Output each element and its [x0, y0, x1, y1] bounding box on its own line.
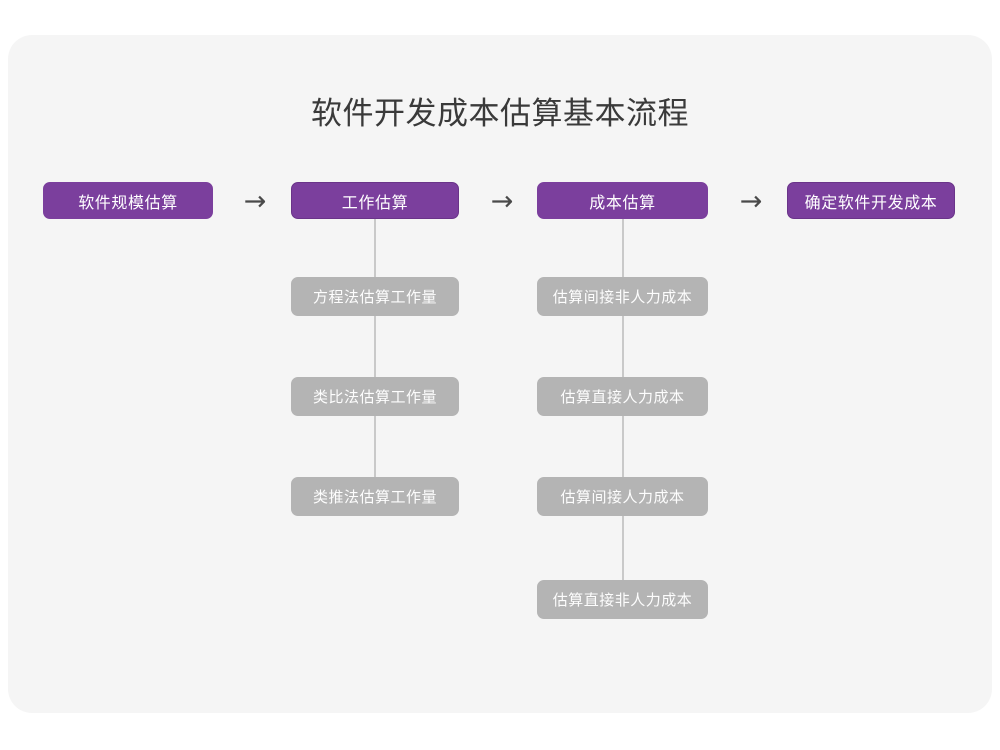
flow-step-3[interactable]: 成本估算 [537, 182, 708, 219]
branch-2-item-4[interactable]: 估算直接非人力成本 [537, 580, 708, 619]
flow-step-2[interactable]: 工作估算 [291, 182, 459, 219]
branch-1-item-2[interactable]: 类比法估算工作量 [291, 377, 459, 416]
diagram-card [8, 35, 992, 713]
branch-2-item-2[interactable]: 估算直接人力成本 [537, 377, 708, 416]
branch-connector-1 [374, 219, 376, 497]
arrow-right-icon-3: → [739, 185, 763, 217]
arrow-right-icon-1: → [243, 185, 267, 217]
arrow-right-icon-2: → [490, 185, 514, 217]
branch-1-item-3[interactable]: 类推法估算工作量 [291, 477, 459, 516]
branch-1-item-1[interactable]: 方程法估算工作量 [291, 277, 459, 316]
page-title: 软件开发成本估算基本流程 [311, 96, 689, 132]
flow-step-1[interactable]: 软件规模估算 [43, 182, 213, 219]
branch-2-item-1[interactable]: 估算间接非人力成本 [537, 277, 708, 316]
branch-2-item-3[interactable]: 估算间接人力成本 [537, 477, 708, 516]
flow-step-4[interactable]: 确定软件开发成本 [787, 182, 955, 219]
